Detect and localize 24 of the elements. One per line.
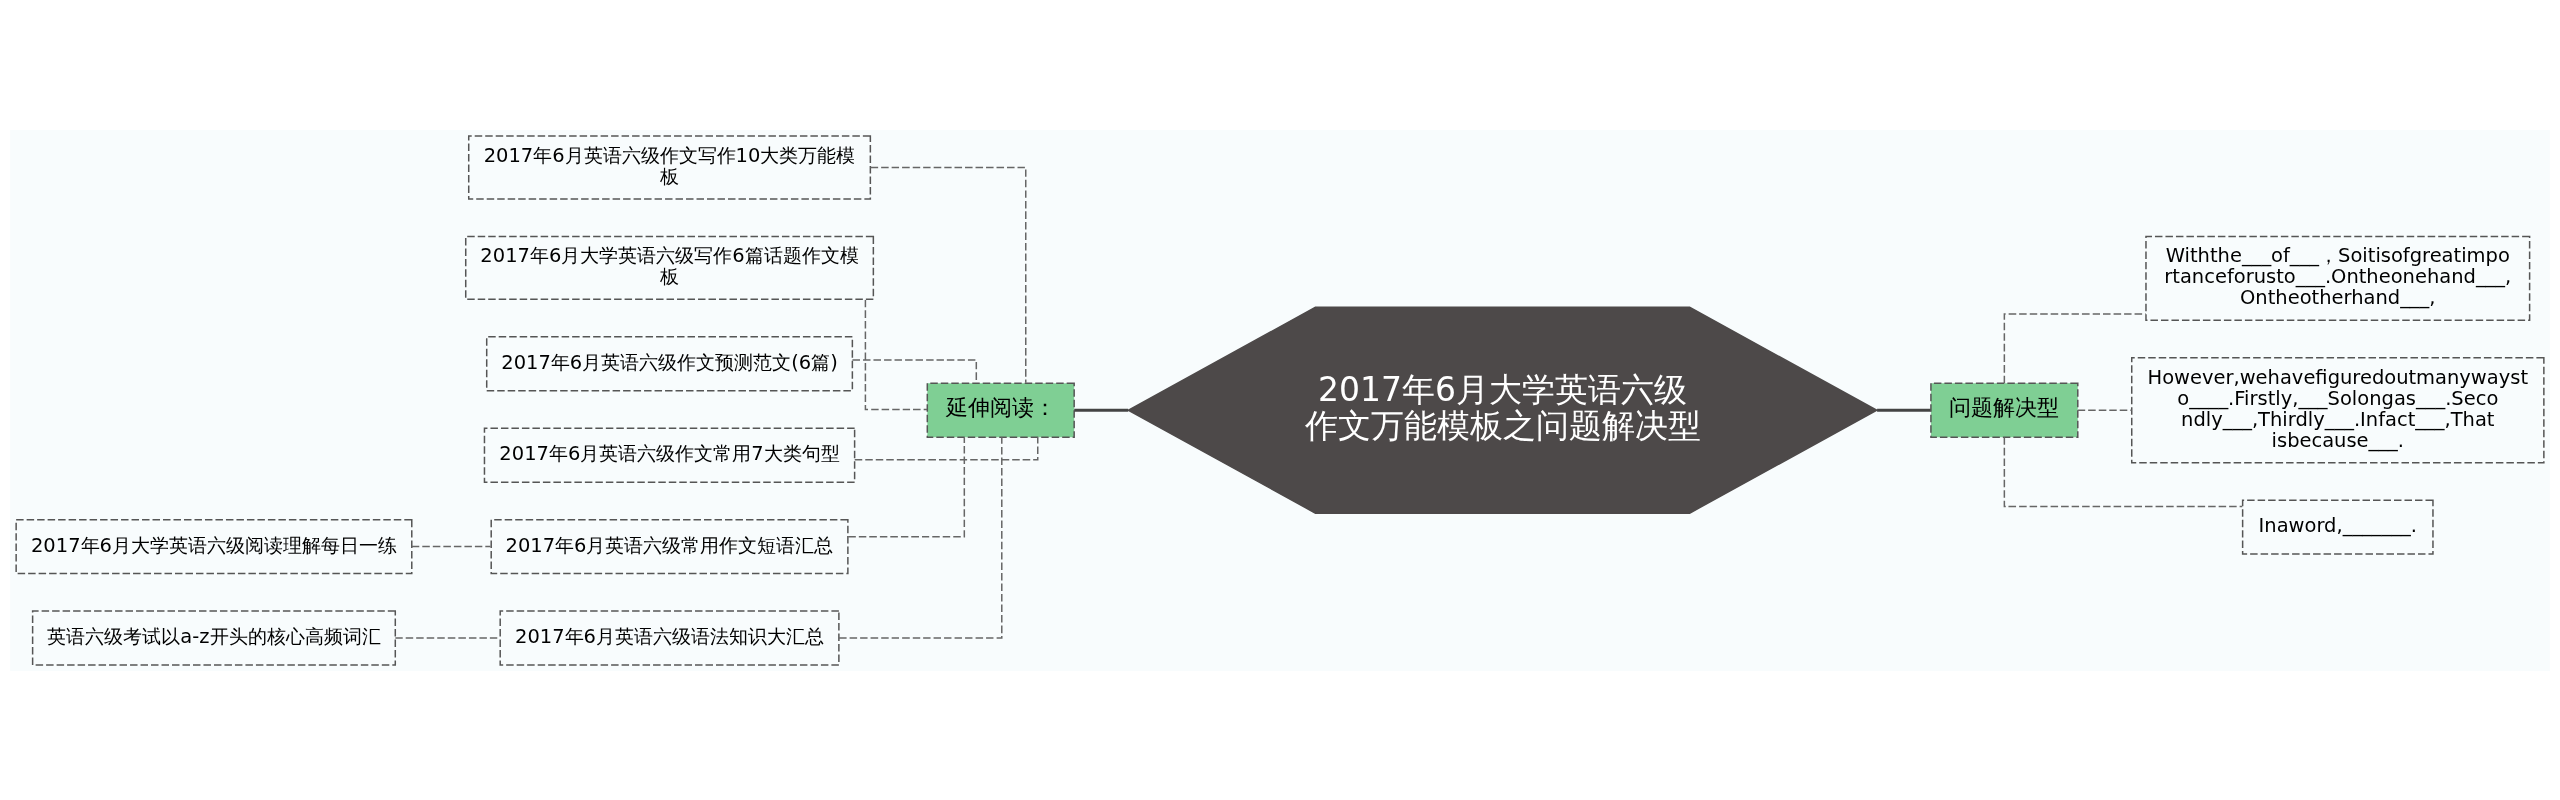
connector: [853, 436, 1039, 460]
connector: [847, 436, 966, 538]
connector: [2003, 436, 2243, 507]
node-box: 2017年6月英语六级常用作文短语汇总: [490, 518, 849, 574]
node-box: 英语六级考试以a-z开头的核心高频词汇: [31, 609, 397, 666]
connector: [2003, 312, 2147, 384]
node-box: 2017年6月大学英语六级写作6篇话题作文模板: [465, 235, 875, 300]
node-box: 2017年6月英语六级作文预测范文(6篇): [485, 335, 854, 391]
node-box: 延伸阅读：: [926, 382, 1075, 438]
connector: [864, 298, 928, 410]
connector: [869, 166, 1027, 384]
node-box: Inaword,_______.: [2241, 498, 2434, 555]
connector: [1074, 408, 1129, 412]
connector: [411, 545, 492, 547]
node-box: 问题解决型: [1930, 382, 2079, 438]
node-box: 2017年6月英语六级作文写作10大类万能模板: [467, 134, 872, 200]
node-box: 2017年6月大学英语六级阅读理解每日一练: [15, 518, 413, 574]
connector: [2077, 409, 2133, 411]
node-box: Withthe___of___，Soitisofgreatimportanceforusto___.Ontheonehand___,Ontheotherhand___,: [2145, 235, 2531, 321]
connector: [1877, 408, 1931, 412]
node-box: 2017年6月英语六级语法知识大汇总: [499, 609, 840, 666]
node-box: However,wehavefiguredoutmanywaysto____.Firstly,___Solongas___.Secondly___,Thirdly___.Infact___,Thatisbecause___.: [2131, 356, 2545, 463]
connector: [838, 436, 1003, 639]
node-box: 2017年6月英语六级作文常用7大类句型: [483, 426, 856, 483]
